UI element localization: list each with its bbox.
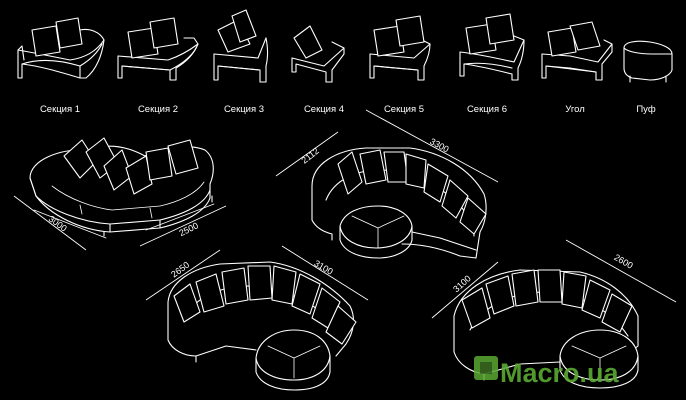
watermark-logo-icon xyxy=(474,356,498,380)
section-6-drawing xyxy=(459,13,525,81)
section-label: Секция 3 xyxy=(224,104,264,115)
section-label: Угол xyxy=(565,104,584,115)
section-5-drawing xyxy=(369,15,431,81)
watermark: Macro.ua xyxy=(474,356,620,388)
dimension-lines xyxy=(145,245,369,301)
dimension-lines xyxy=(275,109,499,183)
dimension-label: 3000 xyxy=(47,214,69,234)
section-label: Секция 1 xyxy=(40,104,80,115)
dimension-lines xyxy=(13,195,227,251)
dimension-label: 2500 xyxy=(177,220,199,238)
dimension-lines xyxy=(431,239,677,319)
section-label: Секция 6 xyxy=(467,104,507,115)
pouf-drawing xyxy=(623,40,673,83)
sofa-config-c xyxy=(167,261,357,391)
sofa-config-a xyxy=(29,137,215,239)
dimension-label: 3100 xyxy=(312,258,334,277)
section-3-drawing xyxy=(213,9,269,83)
sofa-config-d xyxy=(453,269,639,389)
section-label: Секция 5 xyxy=(384,104,424,115)
section-label: Секция 4 xyxy=(304,104,344,115)
section-label: Пуф xyxy=(636,104,655,115)
watermark-text: Macro.ua xyxy=(500,358,620,388)
section-label: Секция 2 xyxy=(138,104,178,115)
corner-drawing xyxy=(541,21,613,81)
sofa-config-b xyxy=(311,147,487,259)
section-4-drawing xyxy=(291,25,345,83)
section-2-drawing xyxy=(117,17,199,81)
dimension-label: 3300 xyxy=(428,136,450,154)
dimension-label: 2112 xyxy=(299,146,320,166)
section-1-drawing xyxy=(17,17,105,79)
